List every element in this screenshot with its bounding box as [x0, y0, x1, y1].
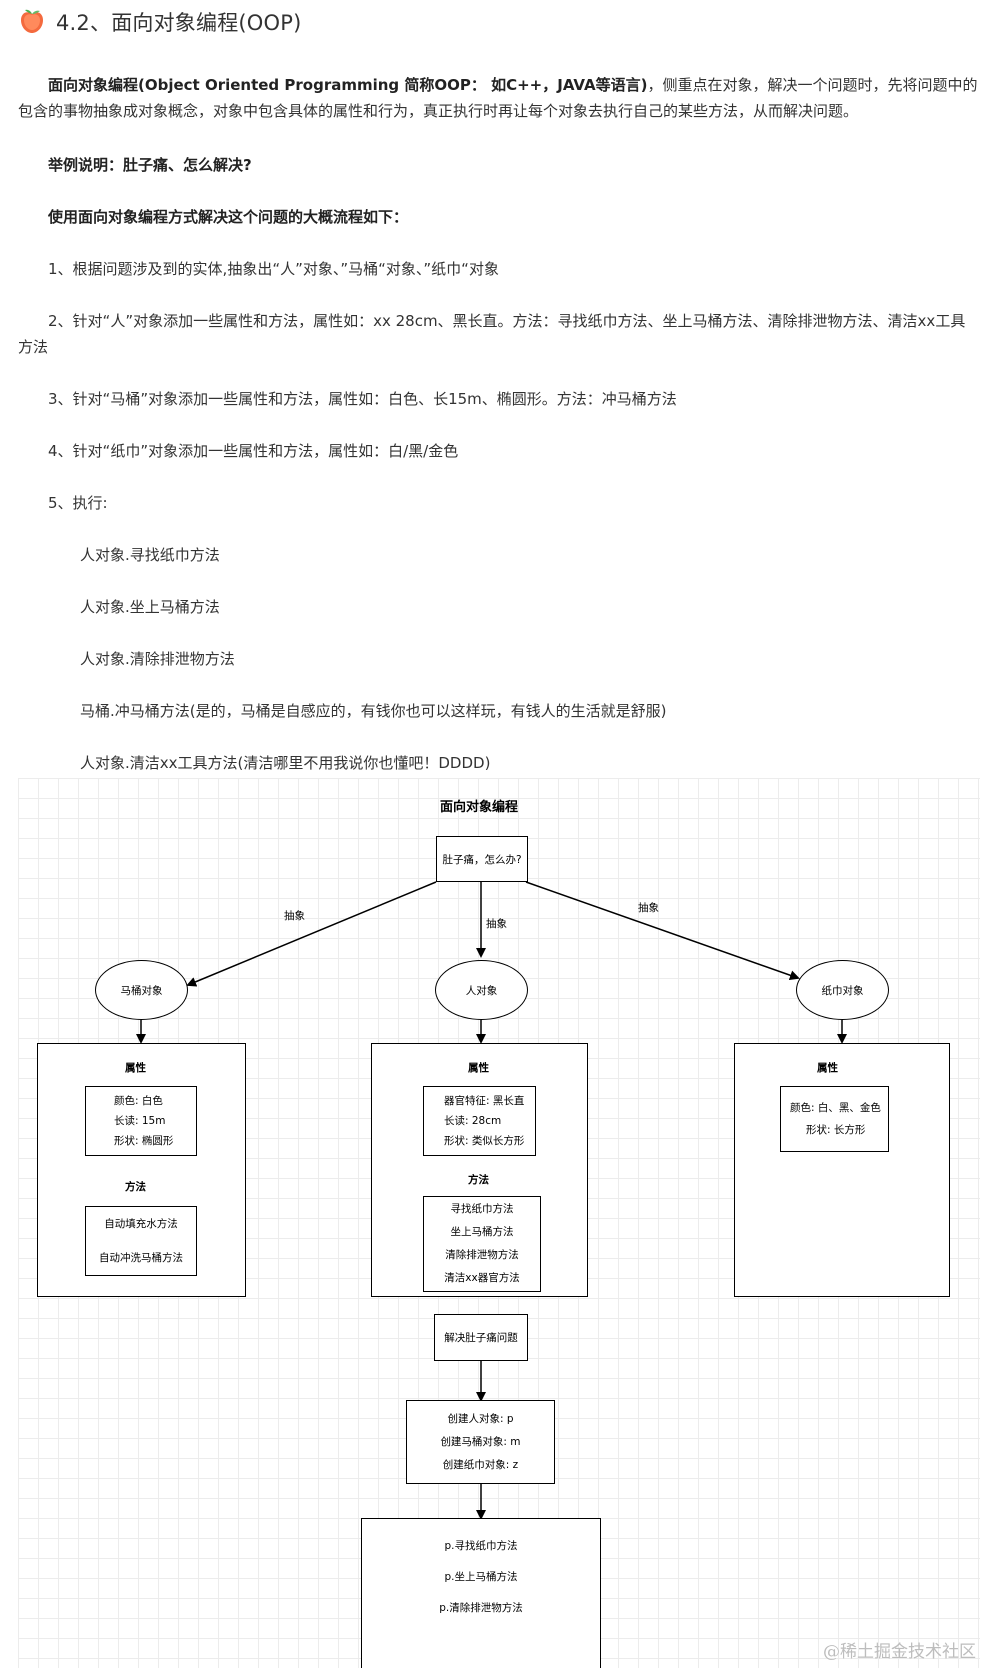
call-3: p.清除排泄物方法 — [439, 1602, 523, 1614]
person-method-label: 方法 — [468, 1174, 489, 1186]
create-tissue: 创建纸巾对象: z — [442, 1458, 519, 1471]
person-method-3: 清除排泄物方法 — [445, 1249, 519, 1261]
section-heading: 4.2、面向对象编程(OOP) — [18, 4, 302, 40]
person-class-box: 属性 器官特征: 黑长直 长读: 28cm 形状: 类似长方形 方法 寻找纸巾方… — [371, 1043, 588, 1297]
intro-bold: 面向对象编程(Object Oriented Programming 简称OOP… — [48, 76, 648, 94]
diagram-title: 面向对象编程 — [440, 800, 519, 815]
toilet-attrs-box: 颜色: 白色 长读: 15m 形状: 椭圆形 — [85, 1086, 197, 1156]
person-attr-1: 器官特征: 黑长直 — [444, 1095, 525, 1107]
tissue-attrs-box: 颜色: 白、黑、金色 形状: 长方形 — [780, 1086, 889, 1152]
person-methods-box: 寻找纸巾方法 坐上马桶方法 清除排泄物方法 清洁xx器官方法 — [423, 1196, 541, 1292]
intro-paragraph: 面向对象编程(Object Oriented Programming 简称OOP… — [18, 72, 978, 124]
edge-root-toilet — [186, 881, 437, 987]
edge-label-center: 抽象 — [486, 918, 507, 930]
person-object-label: 人对象 — [465, 984, 498, 997]
edge-label-left: 抽象 — [284, 910, 305, 922]
oop-diagram: 面向对象编程 肚子痛，怎么办? 抽象 抽象 抽象 马桶对象 人对象 纸巾对象 属… — [18, 778, 980, 1668]
tissue-class-box: 属性 颜色: 白、黑、金色 形状: 长方形 — [734, 1043, 950, 1297]
toilet-attr-2: 长读: 15m — [114, 1115, 166, 1127]
toilet-class-box: 属性 颜色: 白色 长读: 15m 形状: 椭圆形 方法 自动填充水方法 自动冲… — [37, 1043, 246, 1297]
step-2: 2、针对“人”对象添加一些属性和方法，属性如：xx 28cm、黑长直。方法：寻找… — [18, 312, 966, 356]
example-line: 举例说明：肚子痛、怎么解决? — [48, 156, 252, 174]
root-node-label: 肚子痛，怎么办? — [442, 853, 522, 866]
edge-root-tissue — [525, 881, 800, 981]
person-method-2: 坐上马桶方法 — [450, 1226, 514, 1238]
exec-line-2: 人对象.坐上马桶方法 — [80, 598, 220, 616]
call-2: p.坐上马桶方法 — [444, 1571, 518, 1583]
toilet-method-1: 自动填充水方法 — [104, 1218, 178, 1230]
exec-line-1: 人对象.寻找纸巾方法 — [80, 546, 220, 564]
call-1: p.寻找纸巾方法 — [444, 1540, 518, 1552]
watermark: @稀土掘金技术社区 — [823, 1642, 976, 1662]
step-5: 5、执行: — [48, 494, 108, 512]
solve-node: 解决肚子痛问题 — [434, 1314, 528, 1361]
person-attr-3: 形状: 类似长方形 — [444, 1135, 525, 1147]
person-attr-2: 长读: 28cm — [444, 1115, 502, 1127]
toilet-attr-1: 颜色: 白色 — [114, 1095, 163, 1107]
step-4: 4、针对“纸巾”对象添加一些属性和方法，属性如：白/黑/金色 — [48, 442, 459, 460]
method-calls-box: p.寻找纸巾方法 p.坐上马桶方法 p.清除排泄物方法 — [361, 1518, 601, 1668]
exec-line-3: 人对象.清除排泄物方法 — [80, 650, 235, 668]
diagram-connectors — [136, 881, 847, 1520]
tissue-object-label: 纸巾对象 — [821, 984, 864, 997]
flow-intro: 使用面向对象编程方式解决这个问题的大概流程如下： — [48, 208, 409, 226]
person-object-node: 人对象 — [435, 960, 528, 1020]
intro-rest: ，侧重点在对象，解决一个问题时，先将问题中的包含的事物抽象成对象概念，对象中包含… — [18, 76, 978, 120]
toilet-method-label: 方法 — [125, 1181, 146, 1193]
exec-line-4: 马桶.冲马桶方法(是的，马桶是自感应的，有钱你也可以这样玩，有钱人的生活就是舒服… — [80, 702, 667, 720]
person-attrs-box: 器官特征: 黑长直 长读: 28cm 形状: 类似长方形 — [423, 1086, 536, 1156]
tissue-attr-1: 颜色: 白、黑、金色 — [790, 1102, 881, 1114]
step-1: 1、根据问题涉及到的实体,抽象出“人”对象、”马桶“对象、”纸巾“对象 — [48, 260, 499, 278]
toilet-methods-box: 自动填充水方法 自动冲洗马桶方法 — [85, 1206, 197, 1276]
heading-text: 4.2、面向对象编程(OOP) — [56, 11, 302, 35]
person-method-4: 清洁xx器官方法 — [444, 1272, 520, 1284]
toilet-method-2: 自动冲洗马桶方法 — [99, 1252, 183, 1264]
person-attr-label: 属性 — [468, 1062, 489, 1074]
solve-node-label: 解决肚子痛问题 — [444, 1332, 518, 1344]
exec-line-5: 人对象.清洁xx工具方法(清洁哪里不用我说你也懂吧！DDDD) — [80, 754, 491, 772]
tissue-attr-2: 形状: 长方形 — [806, 1124, 866, 1136]
edge-label-right: 抽象 — [638, 902, 659, 914]
toilet-attr-label: 属性 — [125, 1062, 146, 1074]
toilet-object-label: 马桶对象 — [120, 984, 163, 997]
create-person: 创建人对象: p — [447, 1412, 514, 1425]
toilet-object-node: 马桶对象 — [95, 960, 188, 1020]
create-toilet: 创建马桶对象: m — [440, 1435, 521, 1448]
peach-icon — [21, 9, 43, 33]
create-objects-box: 创建人对象: p 创建马桶对象: m 创建纸巾对象: z — [406, 1400, 555, 1484]
root-node: 肚子痛，怎么办? — [436, 836, 528, 882]
tissue-object-node: 纸巾对象 — [796, 960, 889, 1020]
person-method-1: 寻找纸巾方法 — [450, 1203, 514, 1215]
step-3: 3、针对“马桶”对象添加一些属性和方法，属性如：白色、长15m、椭圆形。方法：冲… — [48, 390, 677, 408]
tissue-attr-label: 属性 — [817, 1062, 838, 1074]
toilet-attr-3: 形状: 椭圆形 — [114, 1135, 174, 1147]
